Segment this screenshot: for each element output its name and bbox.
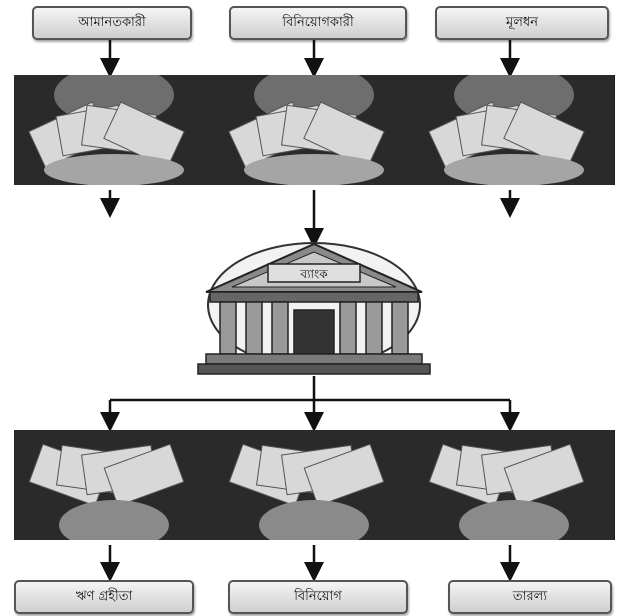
bank-building-icon: ব্যাংক xyxy=(197,242,431,375)
source-capital-box: মূলধন xyxy=(435,6,609,40)
photo-strip-top xyxy=(14,75,615,185)
use-liquidity-box: তারল্য xyxy=(448,580,612,614)
use-investment-box: বিনিয়োগ xyxy=(228,580,408,614)
money-in-hand-photo xyxy=(214,430,414,540)
bank-label: ব্যাংক xyxy=(299,267,328,281)
money-in-hand-photo xyxy=(414,430,614,540)
money-in-hand-photo xyxy=(14,430,214,540)
money-in-hand-photo xyxy=(14,75,214,185)
source-depositor-box: আমানতকারী xyxy=(32,6,192,40)
use-borrower-box: ঋণ গ্রহীতা xyxy=(14,580,194,614)
photo-strip-bottom xyxy=(14,430,615,540)
money-in-hand-photo xyxy=(414,75,614,185)
source-investor-box: বিনিয়োগকারী xyxy=(229,6,407,40)
money-in-hand-photo xyxy=(214,75,414,185)
